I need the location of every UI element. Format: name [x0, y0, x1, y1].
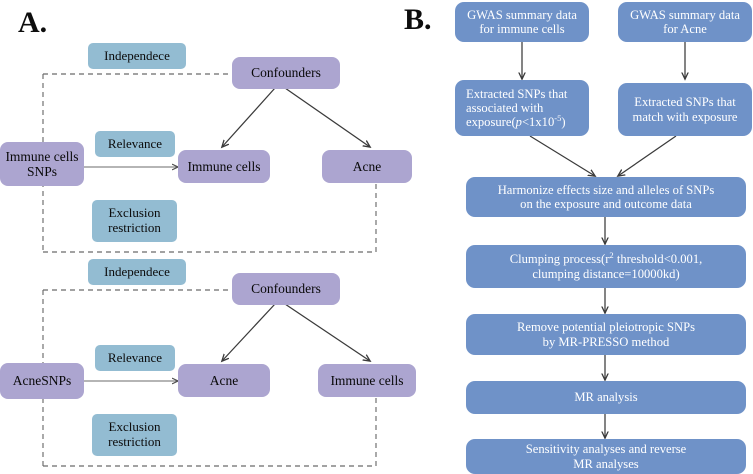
label-independence-2: Independece — [88, 259, 186, 285]
arrow-confounders-to-acne-2 — [222, 303, 276, 361]
label-exclusion-restriction-2: Exclusion restriction — [92, 414, 177, 456]
flow-gwas-immune-cells: GWAS summary data for immune cells — [455, 2, 589, 42]
flow-extract-snps-exposure: Extracted SNPs that associated with expo… — [455, 80, 589, 136]
node-mediator-immune-cells-1: Immune cells — [178, 150, 270, 183]
flow-clumping-text: Clumping process(r2 threshold<0.001, clu… — [509, 250, 703, 281]
flow-mr-analysis: MR analysis — [466, 381, 746, 414]
panel-b-letter: B. — [404, 3, 432, 36]
flow-extract-snps-match: Extracted SNPs that match with exposure — [618, 83, 752, 136]
label-exclusion-restriction-1: Exclusion restriction — [92, 200, 177, 242]
node-mediator-acne-2: Acne — [178, 364, 270, 397]
node-exposure-snps-1: Immune cells SNPs — [0, 142, 84, 186]
arrow-confounders-to-acne-1 — [284, 87, 370, 147]
arrow-extract-exposure-to-harmonize — [529, 135, 595, 176]
panel-a-letter: A. — [18, 6, 48, 39]
arrow-confounders-to-immune-1 — [222, 87, 276, 147]
node-outcome-acne-1: Acne — [322, 150, 412, 183]
flow-harmonize: Harmonize effects size and alleles of SN… — [466, 177, 746, 217]
node-outcome-immune-cells-2: Immune cells — [318, 364, 416, 397]
flow-gwas-acne: GWAS summary data for Acne — [618, 2, 752, 42]
node-exposure-snps-2: AcneSNPs — [0, 363, 84, 399]
label-relevance-1: Relevance — [95, 131, 175, 157]
node-confounders-1: Confounders — [232, 57, 340, 89]
flow-clumping: Clumping process(r2 threshold<0.001, clu… — [466, 245, 746, 288]
arrow-extract-match-to-harmonize — [618, 135, 677, 176]
flow-remove-pleiotropic-snps: Remove potential pleiotropic SNPs by MR-… — [466, 314, 746, 355]
flow-extract-snps-exposure-text: Extracted SNPs that associated with expo… — [466, 86, 568, 130]
label-relevance-2: Relevance — [95, 345, 175, 371]
node-confounders-2: Confounders — [232, 273, 340, 305]
arrow-confounders-to-immune-2 — [284, 303, 370, 361]
label-independence-1: Independece — [88, 43, 186, 69]
flow-sensitivity-analyses: Sensitivity analyses and reverse MR anal… — [466, 439, 746, 474]
